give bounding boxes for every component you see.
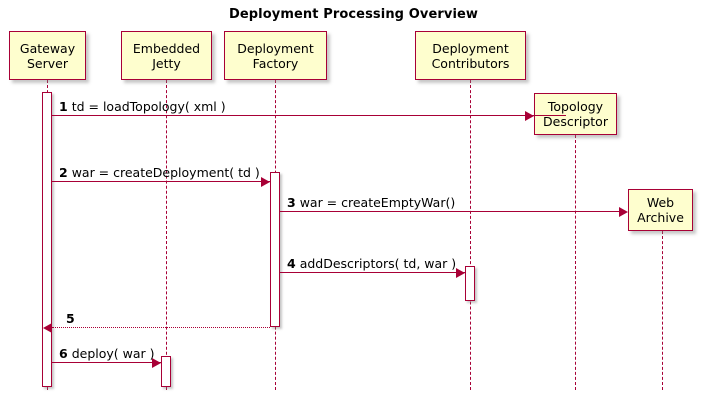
- participant-label-line2: Jetty: [152, 55, 181, 71]
- participant-gateway-server[interactable]: Gateway Server: [9, 31, 86, 80]
- participant-embedded-jetty[interactable]: Embedded Jetty: [121, 31, 212, 80]
- activation-embedded-jetty: [161, 356, 171, 387]
- participant-label-line1: Deployment: [432, 40, 509, 56]
- message-5-line: [52, 327, 270, 328]
- message-6-arrowhead: [152, 357, 161, 368]
- message-3-text: war = createEmptyWar(): [299, 195, 456, 210]
- message-3-number: 3: [287, 195, 296, 210]
- message-6-label: 6 deploy( war ): [59, 346, 155, 361]
- participant-label-line1: Web: [646, 195, 675, 210]
- message-1-arrowhead: [525, 110, 534, 121]
- activation-gateway-server: [42, 92, 52, 387]
- message-6-number: 6: [59, 346, 68, 361]
- message-4-label: 4 addDescriptors( td, war ): [287, 256, 456, 271]
- lifeline-embedded-jetty: [165, 80, 167, 390]
- message-1-line: [52, 115, 566, 116]
- participant-label-line2: Server: [27, 55, 68, 71]
- participant-label-line1: Deployment: [237, 40, 314, 56]
- message-5-label: 5: [66, 311, 75, 326]
- participant-label-line1: Gateway: [19, 40, 76, 56]
- participant-label-line1: Topology: [547, 99, 604, 114]
- activation-deployment-factory: [270, 172, 280, 327]
- message-3-arrowhead: [619, 206, 628, 217]
- message-1-number: 1: [59, 99, 68, 114]
- participant-label-line2: Archive: [637, 210, 684, 225]
- message-2-label: 2 war = createDeployment( td ): [59, 165, 260, 180]
- message-2-text: war = createDeployment( td ): [71, 165, 260, 180]
- message-2-arrowhead: [261, 176, 270, 187]
- participant-deployment-contributors[interactable]: Deployment Contributors: [415, 31, 526, 80]
- lifeline-deployment-contributors: [469, 80, 471, 390]
- message-1-label: 1 td = loadTopology( xml ): [59, 99, 226, 114]
- message-4-line: [280, 272, 465, 273]
- participant-label-line2: Contributors: [431, 55, 510, 71]
- message-3-label: 3 war = createEmptyWar(): [287, 195, 455, 210]
- participant-label-line2: Factory: [252, 55, 299, 71]
- participant-topology-descriptor[interactable]: Topology Descriptor: [534, 93, 617, 135]
- participant-deployment-factory[interactable]: Deployment Factory: [224, 31, 327, 80]
- lifeline-topology-descriptor: [574, 135, 576, 390]
- message-6-line: [52, 362, 161, 363]
- participant-web-archive[interactable]: Web Archive: [628, 189, 693, 231]
- message-5-arrowhead: [43, 322, 52, 333]
- message-6-text: deploy( war ): [71, 346, 155, 361]
- message-4-number: 4: [287, 256, 296, 271]
- participant-label-line1: Embedded: [132, 40, 201, 56]
- message-2-number: 2: [59, 165, 68, 180]
- diagram-title: Deployment Processing Overview: [228, 7, 479, 22]
- message-3-line: [280, 211, 620, 212]
- lifeline-web-archive: [661, 231, 663, 390]
- activation-deployment-contributors: [465, 266, 475, 301]
- message-5-number: 5: [66, 311, 75, 326]
- message-4-text: addDescriptors( td, war ): [299, 256, 457, 271]
- message-1-text: td = loadTopology( xml ): [71, 99, 226, 114]
- message-2-line: [52, 181, 270, 182]
- participant-label-line2: Descriptor: [543, 114, 608, 129]
- message-4-arrowhead: [456, 267, 465, 278]
